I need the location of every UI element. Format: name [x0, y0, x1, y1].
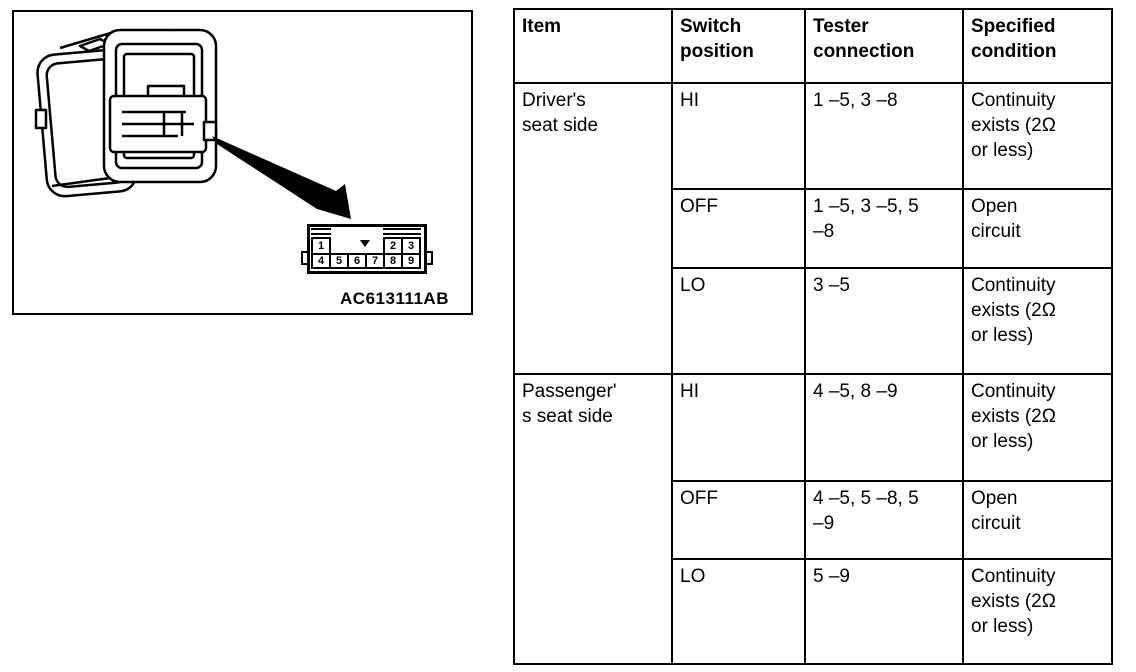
pin-cell: 6: [347, 253, 367, 269]
specified-condition-cell: Open circuit: [962, 480, 1113, 560]
connector-figure-panel: 1 2 3 4 5 6 7 8 9 AC613111AB: [12, 10, 473, 315]
triangle-marker-icon: [360, 240, 370, 247]
item-cell: Passenger' s seat side: [513, 373, 673, 665]
tester-connection-cell: 5 –9: [804, 558, 964, 665]
specified-condition-cell: Continuity exists (2Ω or less): [962, 267, 1113, 375]
table-row: LO 5 –9 Continuity exists (2Ω or less): [514, 558, 1113, 665]
tester-connection-cell: 4 –5, 8 –9: [804, 373, 964, 482]
tester-connection-cell: 4 –5, 5 –8, 5 –9: [804, 480, 964, 560]
column-header-switch: Switch position: [671, 8, 806, 84]
pin-cell: 7: [365, 253, 385, 269]
tester-connection-cell: 3 –5: [804, 267, 964, 375]
switch-position-cell: LO: [671, 267, 806, 375]
table-row: OFF 1 –5, 3 –5, 5 –8 Open circuit: [514, 188, 1113, 269]
switch-position-cell: HI: [671, 373, 806, 482]
specified-condition-cell: Open circuit: [962, 188, 1113, 269]
pin-housing-rib: [383, 228, 421, 235]
pin-housing-rib: [311, 228, 331, 235]
pin-diagram: 1 2 3 4 5 6 7 8 9: [301, 224, 433, 274]
tester-connection-cell: 1 –5, 3 –8: [804, 82, 964, 190]
tester-connection-cell: 1 –5, 3 –5, 5 –8: [804, 188, 964, 269]
pin-cell: 8: [383, 253, 403, 269]
table-row: Passenger' s seat side HI 4 –5, 8 –9 Con…: [513, 373, 1113, 665]
specified-condition-cell: Continuity exists (2Ω or less): [962, 558, 1113, 665]
specified-condition-cell: Continuity exists (2Ω or less): [962, 82, 1113, 190]
pin-cell: 5: [329, 253, 349, 269]
specified-condition-cell: Continuity exists (2Ω or less): [962, 373, 1113, 482]
switch-position-cell: OFF: [671, 188, 806, 269]
pointer-arrow: [212, 136, 351, 219]
figure-code-label: AC613111AB: [340, 289, 449, 308]
table-row: Driver's seat side HI 1 –5, 3 –8 Continu…: [513, 82, 1113, 375]
heater-switch-illustration: [34, 28, 351, 219]
switch-position-cell: LO: [671, 558, 806, 665]
pin-cell: 9: [401, 253, 421, 269]
pin-cell: 1: [311, 237, 331, 255]
connector-tab: [301, 251, 309, 265]
connector-tab: [425, 251, 433, 265]
table-row: LO 3 –5 Continuity exists (2Ω or less): [514, 267, 1113, 375]
switch-position-cell: OFF: [671, 480, 806, 560]
switch-position-cell: HI: [671, 82, 806, 190]
column-header-condition: Specified condition: [962, 8, 1113, 84]
item-cell: Driver's seat side: [513, 82, 673, 375]
column-header-item: Item: [513, 8, 673, 84]
table-row: OFF 4 –5, 5 –8, 5 –9 Open circuit: [514, 480, 1113, 560]
continuity-spec-table: Item Switch position Tester connection S…: [513, 8, 1113, 665]
column-header-tester: Tester connection: [804, 8, 964, 84]
pin-cell: 4: [311, 253, 331, 269]
